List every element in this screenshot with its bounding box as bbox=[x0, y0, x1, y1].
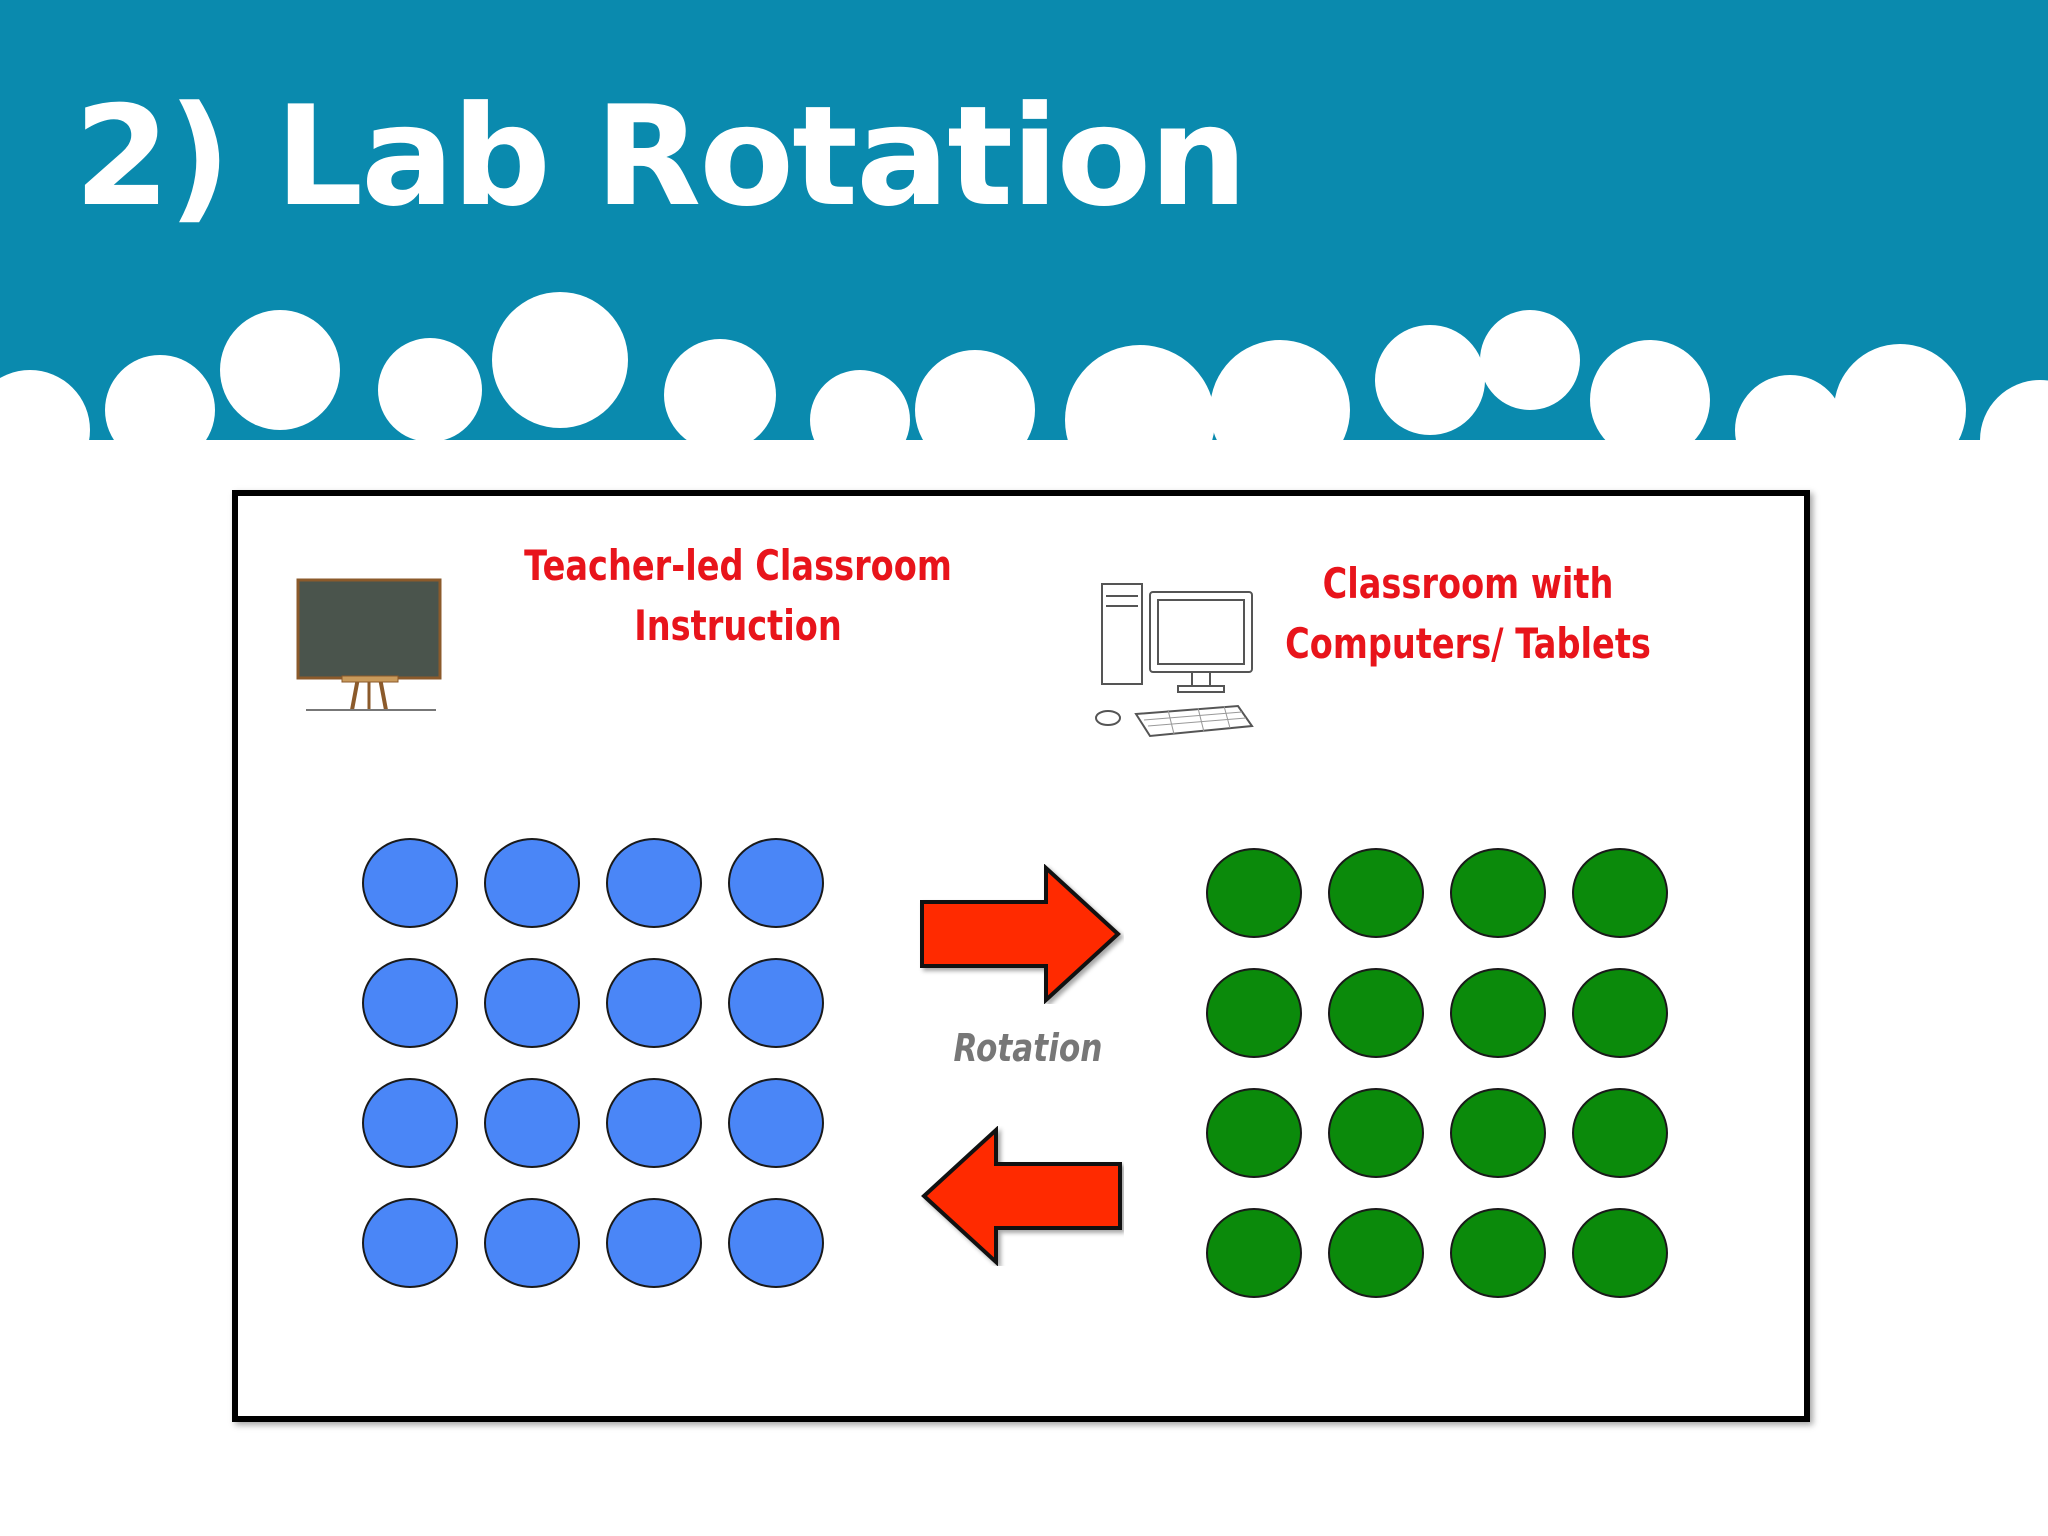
student-dot bbox=[728, 1078, 824, 1168]
rotation-label: Rotation bbox=[953, 1026, 1103, 1070]
student-dot bbox=[1328, 848, 1424, 938]
student-dot bbox=[484, 1078, 580, 1168]
arrow-right-icon bbox=[920, 864, 1121, 1004]
right-group-caption: Classroom with Computers/ Tablets bbox=[1285, 559, 1651, 668]
student-dot bbox=[1206, 968, 1302, 1058]
student-dot bbox=[606, 1198, 702, 1288]
arrow-right-shape bbox=[920, 864, 1121, 1004]
student-dot bbox=[1572, 1088, 1668, 1178]
arrow-left-icon bbox=[921, 1126, 1122, 1266]
student-dot bbox=[1572, 968, 1668, 1058]
student-dot bbox=[484, 958, 580, 1048]
student-dot bbox=[1450, 968, 1546, 1058]
student-dot bbox=[362, 1078, 458, 1168]
student-dot bbox=[606, 958, 702, 1048]
arrow-left-shape bbox=[921, 1126, 1122, 1266]
student-dot bbox=[1450, 848, 1546, 938]
student-dot bbox=[606, 838, 702, 928]
student-dot bbox=[1206, 1208, 1302, 1298]
slide-title: 2) Lab Rotation bbox=[74, 76, 1248, 237]
student-dot bbox=[362, 1198, 458, 1288]
student-dot bbox=[1328, 968, 1424, 1058]
student-dot bbox=[484, 838, 580, 928]
chalkboard-icon bbox=[296, 578, 442, 711]
student-dot bbox=[1328, 1208, 1424, 1298]
student-dot bbox=[606, 1078, 702, 1168]
desktop-computer-icon bbox=[1095, 583, 1254, 738]
student-dot bbox=[728, 838, 824, 928]
rotation-diagram: Teacher-led Classroom Instruction bbox=[232, 490, 1810, 1422]
student-dot bbox=[1572, 1208, 1668, 1298]
student-dot bbox=[728, 958, 824, 1048]
student-dot bbox=[362, 838, 458, 928]
student-dot bbox=[728, 1198, 824, 1288]
left-group-caption: Teacher-led Classroom Instruction bbox=[524, 541, 952, 650]
student-dot bbox=[484, 1198, 580, 1288]
student-dot bbox=[1572, 848, 1668, 938]
student-dot bbox=[362, 958, 458, 1048]
student-dot bbox=[1206, 1088, 1302, 1178]
header-band bbox=[0, 0, 2048, 470]
student-dot bbox=[1450, 1208, 1546, 1298]
student-dot bbox=[1450, 1088, 1546, 1178]
student-dot bbox=[1206, 848, 1302, 938]
cloud-edge bbox=[0, 292, 2048, 470]
student-dot bbox=[1328, 1088, 1424, 1178]
